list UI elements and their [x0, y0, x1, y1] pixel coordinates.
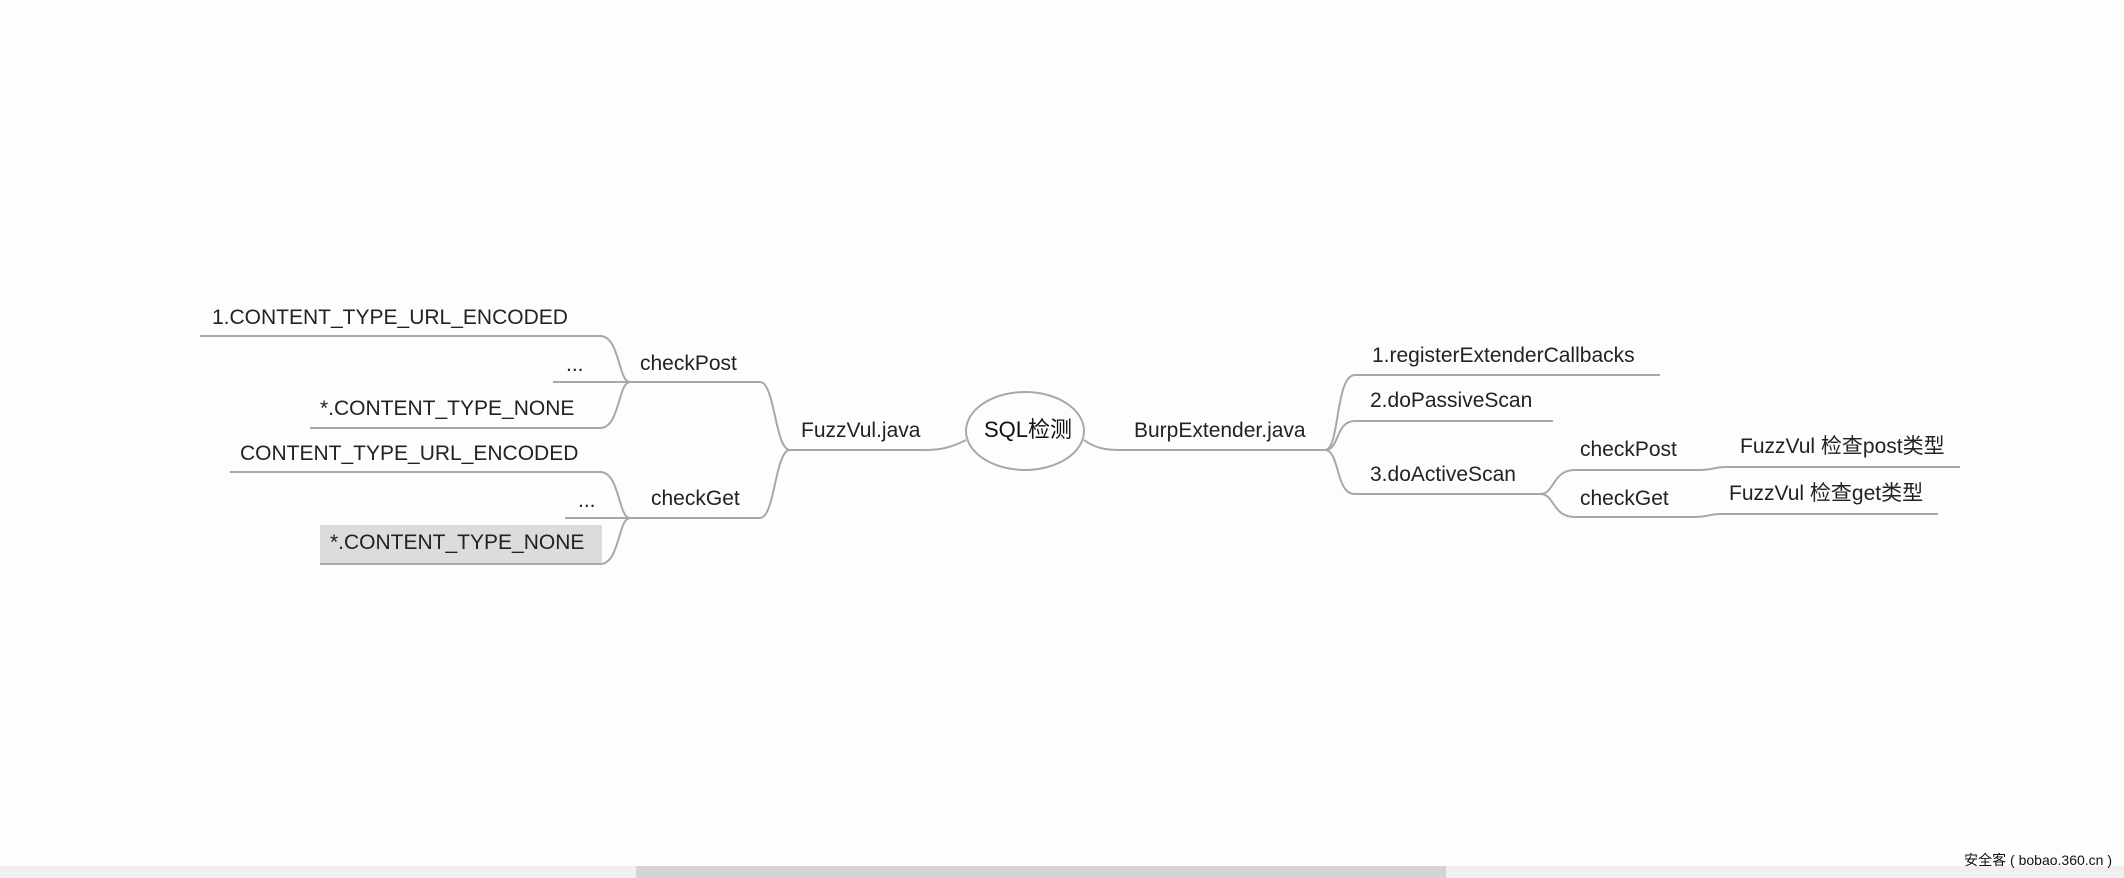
node-fuzzvul-get-type[interactable]: FuzzVul 检查get类型 [1729, 482, 1924, 505]
node-left-checkpost[interactable]: checkPost [640, 352, 737, 375]
root-node-label[interactable]: SQL检测 [984, 417, 1073, 442]
edge-checkpost-fuzzvul [1699, 466, 1960, 471]
node-right-checkget[interactable]: checkGet [1580, 487, 1669, 510]
node-right-checkpost[interactable]: checkPost [1580, 438, 1677, 461]
edge-burp-passive [1324, 420, 1553, 451]
edge-burp-active [1324, 449, 1540, 495]
node-do-active-scan[interactable]: 3.doActiveScan [1370, 463, 1516, 486]
edge-checkget-fuzzvul [1694, 513, 1938, 518]
edge-burp-register [1324, 374, 1660, 451]
root-node-shape [965, 391, 1085, 471]
edge-fuzzvul-checkpost [630, 381, 791, 451]
node-fuzzvul-post-type[interactable]: FuzzVul 检查post类型 [1740, 435, 1945, 458]
node-get-ellipsis[interactable]: ... [578, 489, 596, 512]
node-burpextender-java[interactable]: BurpExtender.java [1134, 419, 1306, 442]
node-register-callbacks[interactable]: 1.registerExtenderCallbacks [1372, 344, 1635, 367]
edge-active-checkget [1539, 493, 1695, 518]
edge-checkpost-urlencoded [200, 335, 631, 383]
edge-checkget-urlencoded [230, 471, 631, 519]
edge-root-burp [1083, 439, 1325, 451]
node-post-url-encoded[interactable]: 1.CONTENT_TYPE_URL_ENCODED [212, 306, 568, 329]
node-get-url-encoded[interactable]: CONTENT_TYPE_URL_ENCODED [240, 442, 579, 465]
watermark-text: 安全客 ( bobao.360.cn ) [1964, 852, 2112, 868]
node-post-none[interactable]: *.CONTENT_TYPE_NONE [320, 397, 575, 420]
edge-active-checkpost [1539, 469, 1700, 495]
node-fuzzvul-java[interactable]: FuzzVul.java [801, 419, 921, 442]
horizontal-scrollbar-thumb[interactable] [636, 866, 1446, 878]
node-post-ellipsis[interactable]: ... [566, 353, 584, 376]
node-do-passive-scan[interactable]: 2.doPassiveScan [1370, 389, 1533, 412]
edge-root-fuzzvul [790, 439, 967, 451]
edge-checkget-none [320, 517, 631, 565]
edge-fuzzvul-checkget [630, 449, 791, 519]
edge-checkpost-none [310, 381, 631, 429]
node-get-none[interactable]: *.CONTENT_TYPE_NONE [330, 531, 585, 554]
node-left-checkget[interactable]: checkGet [651, 487, 740, 510]
selected-node-highlight [320, 525, 602, 563]
